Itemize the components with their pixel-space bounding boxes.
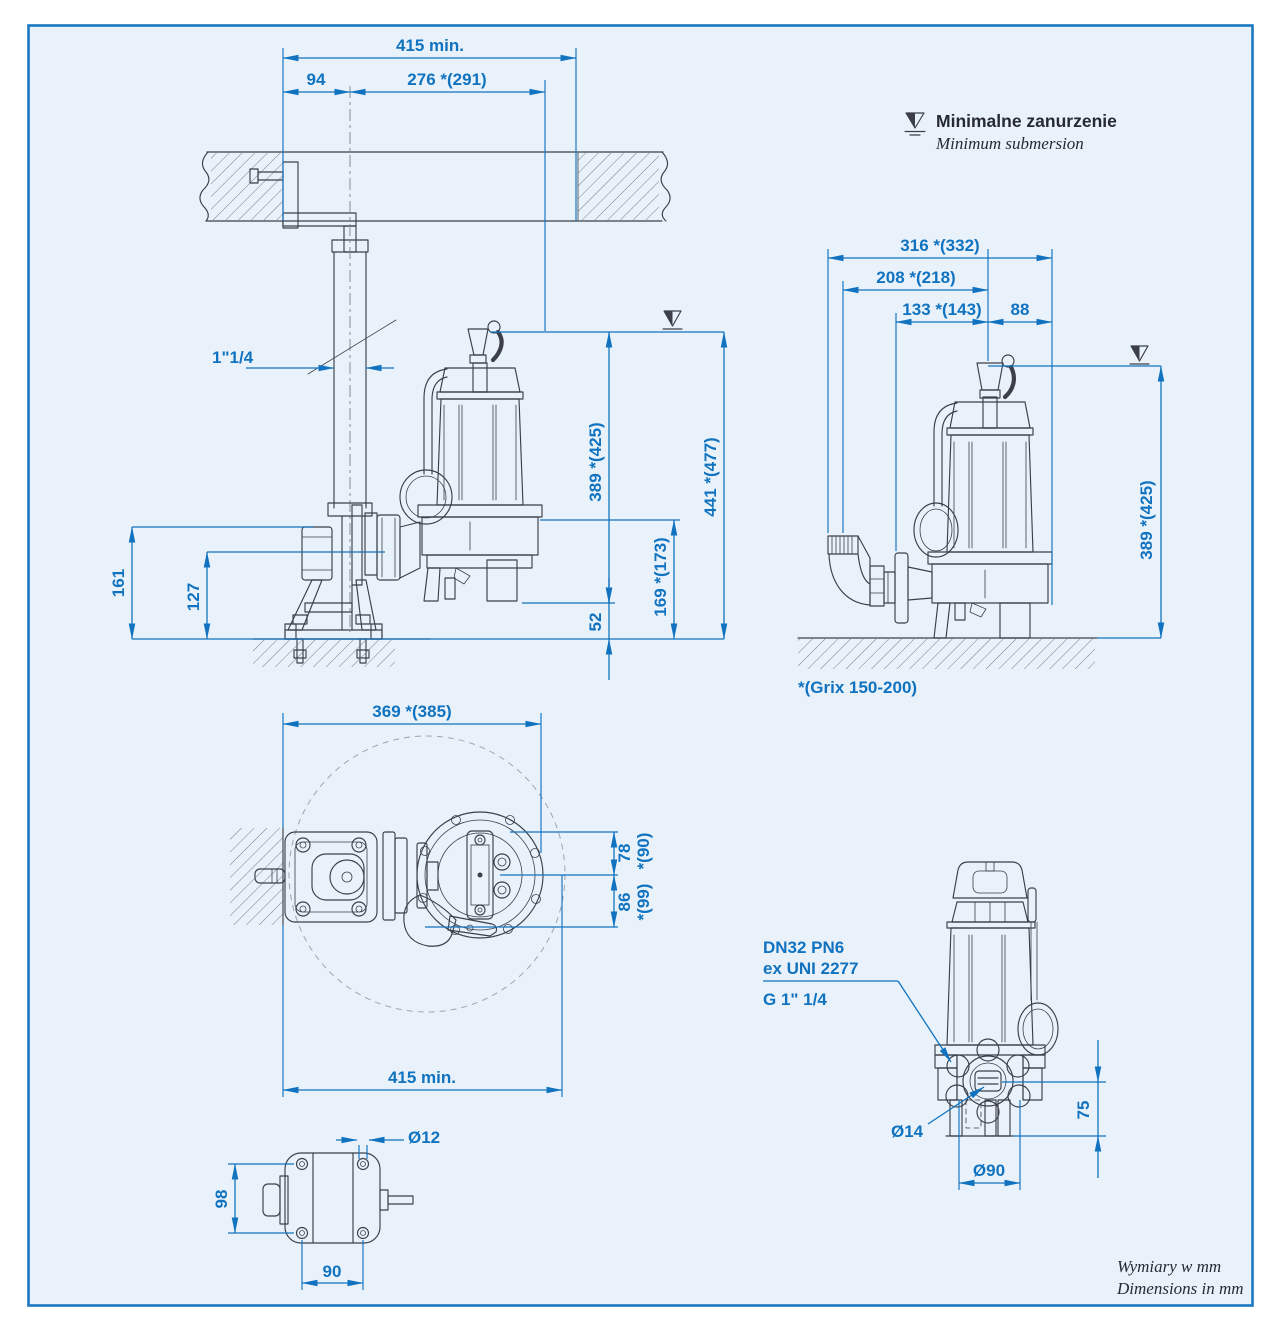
legend: Minimalne zanurzenie Minimum submersion: [904, 111, 1117, 153]
dim-guide-pipe: 1"1/4: [212, 348, 254, 367]
dim-width-min: 415 min.: [388, 1068, 456, 1087]
dim-center-to-pump: 276 *(291): [407, 70, 486, 89]
dim-hole: Ø12: [408, 1128, 440, 1147]
label-flange-line1: DN32 PN6: [763, 938, 844, 957]
footer-note: Wymiary w mm Dimensions in mm: [1116, 1257, 1244, 1298]
dim-submersion: 389 *(425): [1137, 480, 1156, 559]
dim-lower-alt: *(99): [634, 884, 653, 921]
dim-center-to-edge: 88: [1011, 300, 1030, 319]
dim-hole-spacing-v: 98: [212, 1190, 231, 1209]
water-level-icon: [904, 112, 926, 136]
variant-note: *(Grix 150-200): [798, 678, 917, 697]
top-view: 369 *(385) 78 *(90) 86 *(99) 415 min.: [230, 702, 653, 1097]
water-level-icon: [662, 310, 683, 330]
footer-line1: Wymiary w mm: [1117, 1257, 1221, 1276]
dim-upper-alt: *(90): [634, 833, 653, 870]
bracket-detail-view: Ø12 98 90: [212, 1128, 440, 1290]
legend-title: Minimalne zanurzenie: [936, 111, 1117, 131]
dim-width-min: 415 min.: [396, 36, 464, 55]
flange-stack-top: [382, 831, 439, 921]
dim-stand-height: 161: [109, 569, 128, 597]
freestanding-dimensions: 316 *(332) 208 *(218) 133 *(143) 88 389 …: [798, 236, 1165, 697]
bracket-dimensions: Ø12 98 90: [212, 1128, 440, 1290]
wall-bracket-top: [254, 831, 378, 923]
dim-flange-to-center: 133 *(143): [902, 300, 981, 319]
footer-line2: Dimensions in mm: [1116, 1279, 1244, 1298]
pump-front: [934, 861, 1059, 1137]
rotation-clearance-circle: [288, 735, 566, 1013]
dim-hole: Ø14: [891, 1122, 924, 1141]
label-thread: G 1" 1/4: [763, 990, 827, 1009]
top-view-dimensions: 369 *(385) 78 *(90) 86 *(99) 415 min.: [282, 702, 653, 1097]
dim-bracket-offset: 94: [307, 70, 326, 89]
dim-port-height: 75: [1074, 1101, 1093, 1120]
pump-side-view: [399, 320, 543, 602]
dim-hole-spacing-h: 90: [323, 1262, 342, 1281]
hose-connection: [827, 535, 933, 624]
wall: [230, 827, 284, 926]
dim-width: 369 *(385): [372, 702, 451, 721]
label-flange-line2: ex UNI 2277: [763, 959, 858, 978]
dim-submersion: 389 *(425): [586, 422, 605, 501]
installation-dimensions: 415 min. 94 276 *(291) 1"1/4 161 127 389…: [109, 36, 728, 680]
dim-bottom-clearance: 52: [586, 613, 605, 632]
dim-hose-to-center: 208 *(218): [876, 268, 955, 287]
dim-water-to-floor: 441 *(477): [701, 437, 720, 516]
front-view-callouts: DN32 PN6 ex UNI 2277 G 1" 1/4 Ø14 Ø90 75: [763, 938, 1106, 1190]
dim-total-width: 316 *(332): [900, 236, 979, 255]
dim-outlet-center-height: 127: [184, 583, 203, 611]
freestanding-view: 316 *(332) 208 *(218) 133 *(143) 88 389 …: [797, 236, 1165, 697]
water-level-icon: [1129, 345, 1150, 365]
scalloped-flange: [945, 1038, 1031, 1124]
floor: [797, 637, 1098, 669]
legend-subtitle: Minimum submersion: [935, 134, 1084, 153]
front-view: DN32 PN6 ex UNI 2277 G 1" 1/4 Ø14 Ø90 75: [763, 861, 1106, 1190]
dim-bolt-circle: Ø90: [973, 1161, 1005, 1180]
discharge-elbow-top: [403, 894, 457, 947]
bracket-body: [262, 1152, 414, 1244]
dim-lower: 86: [615, 893, 634, 912]
dim-discharge-height: 169 *(173): [651, 537, 670, 616]
installation-view: 415 min. 94 276 *(291) 1"1/4 161 127 389…: [109, 36, 728, 680]
dim-upper: 78: [615, 844, 634, 863]
